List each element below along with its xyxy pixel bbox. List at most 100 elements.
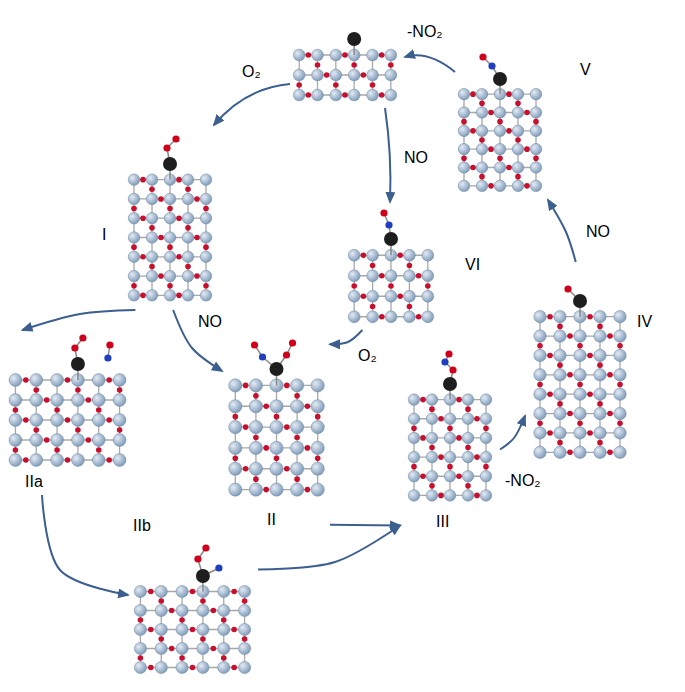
oxygen-atom: [617, 382, 623, 388]
metal-atom: [155, 585, 167, 597]
oxygen-atom: [379, 92, 385, 98]
structure-label: IV: [637, 312, 652, 331]
metal-atom: [92, 434, 105, 447]
oxygen-atom: [185, 186, 191, 192]
reagent-label: NO: [196, 312, 224, 331]
oxygen-atom: [524, 146, 530, 152]
oxygen-atom: [429, 483, 435, 489]
reagent-label: NO: [402, 148, 430, 167]
oxygen-atom: [438, 493, 444, 499]
metal-atom: [476, 162, 488, 174]
oxygen-atom: [167, 283, 173, 289]
oxygen-atom: [306, 92, 312, 98]
metal-atom: [146, 174, 158, 186]
metal-atom: [270, 441, 283, 454]
metal-atom: [476, 143, 488, 155]
oxygen-atom: [44, 397, 50, 403]
metal-atom: [367, 290, 379, 302]
oxygen-atom: [233, 456, 239, 462]
oxygen-atom: [537, 382, 543, 388]
metal-atom: [458, 180, 470, 192]
metal-atom: [408, 394, 420, 406]
adsorbate-atom: [488, 62, 495, 69]
illustration-g: [458, 53, 542, 191]
metal-atom: [530, 107, 542, 119]
metal-atom: [134, 661, 146, 673]
oxygen-atom: [148, 665, 154, 671]
metal-atom: [291, 400, 304, 413]
metal-atom: [249, 379, 262, 392]
oxygen-atom: [470, 165, 476, 171]
oxygen-atom: [515, 101, 521, 107]
metal-atom: [367, 69, 379, 81]
metal-atom: [614, 446, 626, 458]
metal-atom: [218, 585, 230, 597]
metal-atom: [512, 125, 524, 137]
metal-atom: [270, 462, 283, 475]
metal-atom: [176, 661, 188, 673]
oxygen-atom: [185, 264, 191, 270]
metal-atom: [200, 270, 212, 282]
metal-atom: [293, 49, 305, 61]
metal-atom: [494, 162, 506, 174]
structure-label: VI: [465, 255, 480, 274]
oxygen-atom: [86, 397, 92, 403]
metal-atom: [574, 349, 586, 361]
metal-atom: [348, 89, 360, 101]
metal-atom: [293, 69, 305, 81]
oxygen-atom: [370, 304, 376, 310]
metal-atom: [462, 451, 474, 463]
metal-atom: [155, 642, 167, 654]
metal-atom: [176, 642, 188, 654]
illustration-g: [134, 544, 250, 673]
oxygen-atom: [577, 420, 583, 426]
metal-atom: [200, 193, 212, 205]
metal-atom: [422, 311, 434, 323]
oxygen-atom: [148, 627, 154, 633]
metal-atom: [176, 604, 188, 616]
oxygen-atom: [158, 598, 164, 604]
metal-atom: [229, 441, 242, 454]
oxygen-atom: [515, 137, 521, 143]
oxygen-atom: [190, 589, 196, 595]
metal-atom: [134, 604, 146, 616]
structure-label: III: [436, 512, 449, 531]
metal-atom: [476, 88, 488, 100]
metal-atom: [9, 414, 22, 427]
reaction-arrow: [23, 310, 136, 330]
reaction-arrow: [500, 416, 525, 450]
oxygen-atom: [274, 456, 280, 462]
metal-atom: [30, 374, 43, 387]
oxygen-atom: [488, 110, 494, 116]
metal-atom: [462, 432, 474, 444]
metal-atom: [155, 623, 167, 635]
illustration-g: [348, 209, 433, 322]
oxygen-atom: [176, 254, 182, 260]
oxygen-atom: [305, 487, 311, 493]
oxygen-atom: [438, 454, 444, 460]
oxygen-atom: [587, 353, 593, 359]
metal-atom: [197, 642, 209, 654]
metal-atom: [182, 251, 194, 263]
oxygen-atom: [158, 273, 164, 279]
metal-atom: [270, 420, 283, 433]
metal-atom: [182, 232, 194, 244]
metal-atom: [312, 89, 324, 101]
metal-atom: [229, 462, 242, 475]
oxygen-atom: [597, 362, 603, 368]
metal-atom: [530, 125, 542, 137]
metal-atom: [182, 174, 194, 186]
oxygen-atom: [242, 598, 248, 604]
oxygen-atom: [131, 244, 137, 250]
metal-atom: [534, 349, 546, 361]
metal-atom: [176, 585, 188, 597]
oxygen-atom: [194, 196, 200, 202]
oxygen-atom: [497, 156, 503, 162]
reaction-arrow: [258, 526, 400, 570]
oxygen-atom: [567, 450, 573, 456]
oxygen-atom: [190, 665, 196, 671]
metal-atom: [72, 394, 85, 407]
oxygen-atom: [533, 119, 539, 125]
metal-atom: [51, 374, 64, 387]
oxygen-atom: [557, 362, 563, 368]
